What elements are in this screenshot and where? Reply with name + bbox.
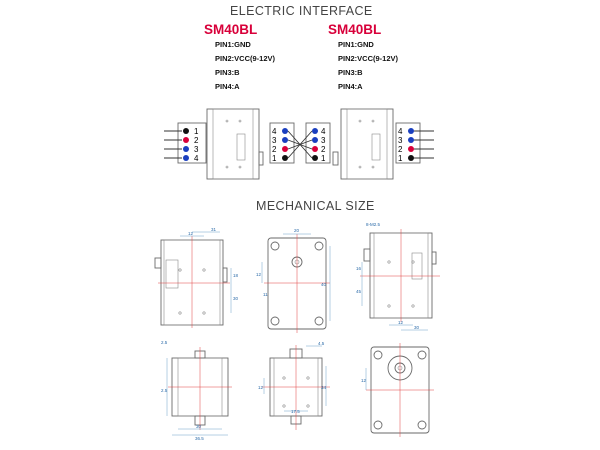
right-pin-3: PIN3:B	[338, 68, 363, 77]
right-pin-2: PIN2:VCC(9-12V)	[338, 54, 399, 63]
right-connector: 4 3 2 1	[395, 122, 434, 164]
left-pin-1: PIN1:GND	[215, 40, 251, 49]
left-servo-num-3: 3	[272, 136, 277, 145]
left-model-label: SM40BL	[204, 22, 258, 37]
dim-top-width: 20	[294, 228, 300, 233]
left-conn-gnd-dot	[183, 128, 189, 134]
right-conn-num-3: 3	[398, 136, 403, 145]
left-servo-num-4: 4	[272, 127, 277, 136]
dim-front-top-a: 12	[188, 231, 194, 236]
dim-front-top-b: 31	[211, 227, 217, 232]
right-servo-port: 4 3 2 1	[305, 122, 331, 164]
dim-right-bottom-b: 30	[414, 325, 420, 330]
bottom-center-view: 4.5 12 34 17.5	[258, 341, 330, 430]
dim-right-hole: 8-M2.5	[366, 222, 381, 227]
right-conn-num-1: 1	[398, 154, 403, 163]
right-servo-num-4: 4	[321, 127, 326, 136]
right-pin-4: PIN4:A	[338, 82, 363, 91]
left-servo-num-2: 2	[272, 145, 277, 154]
dim-bottom-width-b: 36.5	[195, 436, 204, 441]
left-pin-4: PIN4:A	[215, 82, 240, 91]
bottom-left-view: 2.5 2.5 30 36.5	[161, 340, 232, 441]
left-pin-2: PIN2:VCC(9-12V)	[215, 54, 276, 63]
dim-right-left-b: 45	[356, 289, 362, 294]
top-view: 20 12 11 40	[256, 228, 331, 333]
left-conn-num-2: 2	[194, 136, 199, 145]
bottom-right-view: 12	[361, 343, 434, 437]
left-pin-3: PIN3:B	[215, 68, 240, 77]
dim-front-right-a: 18	[233, 273, 239, 278]
left-conn-b-dot	[183, 146, 189, 152]
left-conn-num-3: 3	[194, 145, 199, 154]
dim-right-bottom-a: 12	[398, 320, 404, 325]
dim-side-left: 12	[258, 385, 264, 390]
left-servo-num-1: 1	[272, 154, 277, 163]
right-conn-num-4: 4	[398, 127, 403, 136]
left-connector: 1 2 3 4	[164, 122, 207, 164]
dim-side-right: 34	[321, 385, 327, 390]
left-conn-num-1: 1	[194, 127, 199, 136]
electric-interface-title: ELECTRIC INTERFACE	[230, 4, 373, 18]
right-model-label: SM40BL	[328, 22, 382, 37]
front-view: 12 31 18 30	[154, 227, 239, 328]
dim-right-left-a: 16	[356, 266, 362, 271]
dim-front-right-b: 30	[233, 296, 239, 301]
crossover-cable	[287, 130, 313, 159]
dim-bottom-left-a: 2.5	[161, 340, 168, 345]
right-servo-num-2: 2	[321, 145, 326, 154]
dim-top-left: 12	[256, 272, 262, 277]
dim-round-left: 12	[361, 378, 367, 383]
right-servo-num-3: 3	[321, 136, 326, 145]
mechanical-size-title: MECHANICAL SIZE	[256, 199, 375, 213]
dim-side-bottom: 17.5	[291, 409, 300, 414]
dim-top-right: 40	[321, 282, 327, 287]
left-conn-num-4: 4	[194, 154, 199, 163]
dim-bottom-left-b: 2.5	[161, 388, 168, 393]
right-conn-num-2: 2	[398, 145, 403, 154]
right-servo-outline	[332, 108, 394, 180]
right-servo-num-1: 1	[321, 154, 326, 163]
right-side-view: 8-M2.5 16 45 12 30	[356, 222, 440, 331]
dim-bottom-width-a: 30	[196, 424, 202, 429]
left-conn-a-dot	[183, 155, 189, 161]
right-pin-1: PIN1:GND	[338, 40, 374, 49]
left-servo-port: 4 3 2 1	[269, 122, 295, 164]
dim-side-top: 4.5	[318, 341, 325, 346]
dim-top-mid: 11	[263, 292, 268, 297]
left-conn-vcc-dot	[183, 137, 189, 143]
left-servo-outline	[206, 108, 264, 180]
